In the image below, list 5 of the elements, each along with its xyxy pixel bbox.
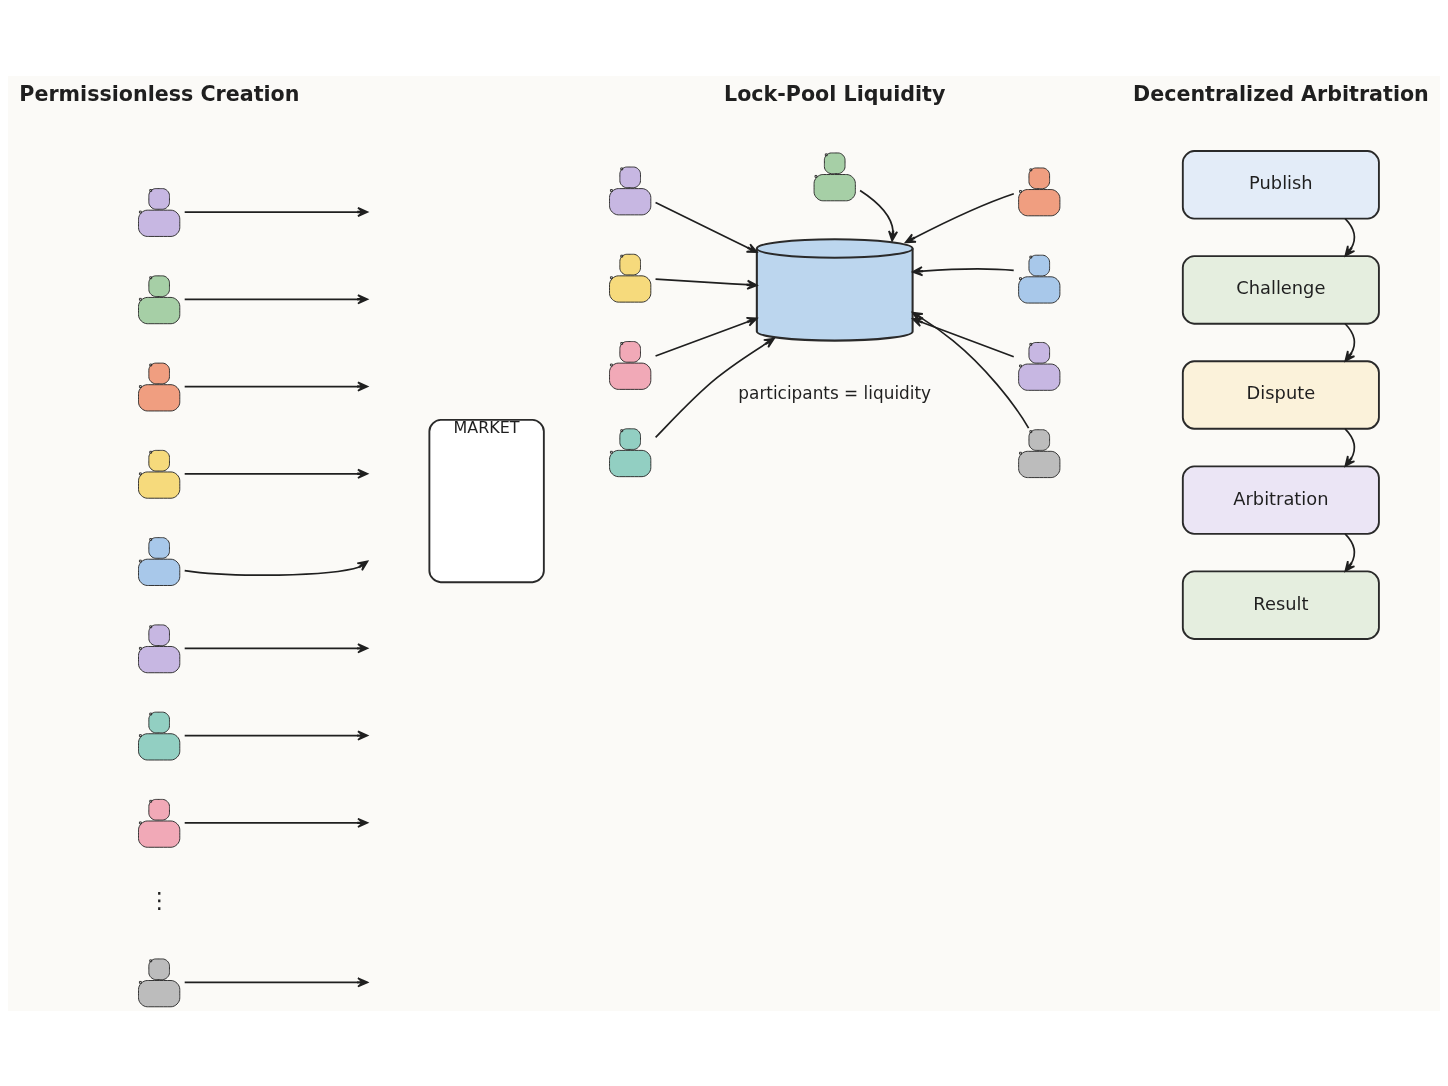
label: participants = liquidity (738, 382, 932, 403)
label: Decentralized Arbitration (1133, 81, 1429, 106)
label: Lock-Pool Liquidity (724, 81, 946, 106)
label: Permissionless Creation (19, 81, 300, 106)
label: ⋮ (147, 886, 171, 913)
